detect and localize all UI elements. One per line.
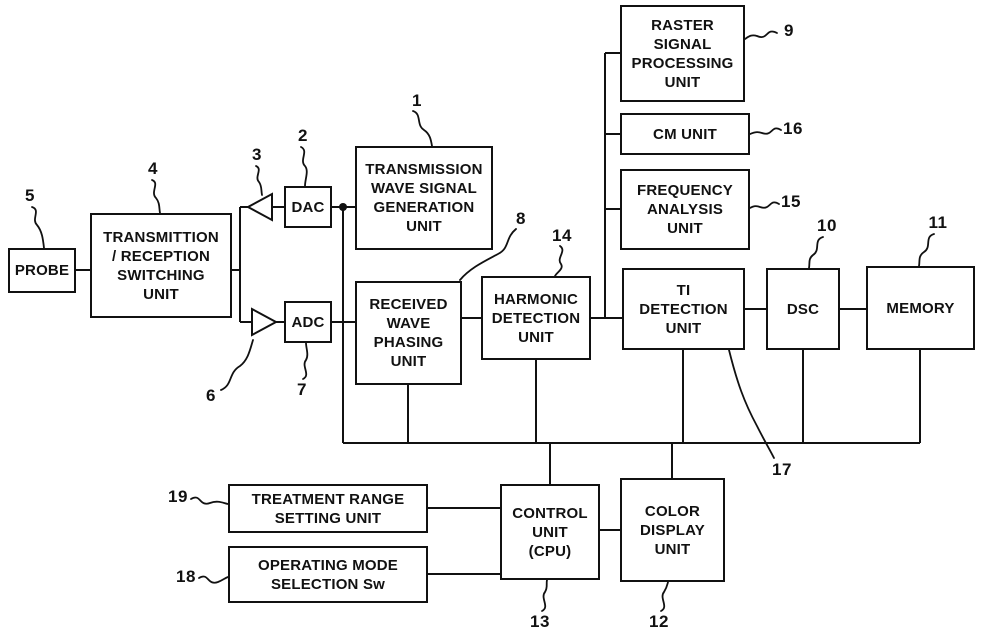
ref-15: 15 — [781, 192, 801, 211]
block-opmode-label: OPERATING MODE SELECTION Sw — [257, 556, 399, 593]
leader-ref-14 — [554, 245, 564, 277]
leader-ref-2 — [300, 146, 308, 187]
ref-17: 17 — [772, 460, 792, 479]
leader-lines — [31, 30, 935, 612]
ref-4: 4 — [148, 159, 158, 178]
tx-amplifier-triangle — [245, 192, 273, 222]
leader-ref-10 — [808, 236, 824, 269]
ref-14: 14 — [552, 226, 572, 245]
block-dsc: DSC — [766, 268, 840, 350]
ref-5: 5 — [25, 186, 35, 205]
leader-ref-3 — [255, 165, 263, 196]
block-treatment-range-setting-unit: TREATMENT RANGE SETTING UNIT — [228, 484, 428, 533]
ref-19: 19 — [168, 487, 188, 506]
ref-3: 3 — [252, 145, 262, 164]
block-switching-unit-label: TRANSMITTION / RECEPTION SWITCHING UNIT — [103, 228, 219, 303]
leader-ref-19 — [190, 496, 229, 505]
block-cpu-label: CONTROL UNIT (CPU) — [512, 504, 588, 560]
ref-1: 1 — [412, 91, 422, 110]
block-dac-label: DAC — [291, 198, 325, 216]
block-cm-label: CM UNIT — [653, 125, 717, 143]
ref-11: 11 — [928, 213, 948, 232]
ref-18: 18 — [176, 567, 196, 586]
block-ti-detection-unit: TI DETECTION UNIT — [622, 268, 745, 350]
block-txgen-label: TRANSMISSION WAVE SIGNAL GENERATION UNIT — [365, 161, 483, 235]
block-treatment-label: TREATMENT RANGE SETTING UNIT — [251, 490, 405, 527]
block-cm-unit: CM UNIT — [620, 113, 750, 155]
leader-ref-16 — [749, 127, 782, 135]
block-operating-mode-selection-sw: OPERATING MODE SELECTION Sw — [228, 546, 428, 603]
signal-wires — [76, 52, 921, 575]
rx-amplifier-triangle — [251, 307, 279, 337]
block-color-display-unit: COLOR DISPLAY UNIT — [620, 478, 725, 582]
block-freq-label: FREQUENCY ANALYSIS UNIT — [637, 182, 733, 237]
block-harmonic-label: HARMONIC DETECTION UNIT — [491, 290, 581, 346]
block-memory-label: MEMORY — [886, 299, 955, 317]
block-raster-label: RASTER SIGNAL PROCESSING UNIT — [631, 16, 734, 91]
ref-10: 10 — [817, 216, 837, 235]
leader-ref-11 — [918, 233, 935, 267]
amplifiers — [245, 192, 279, 337]
block-memory: MEMORY — [866, 266, 975, 350]
ref-16: 16 — [783, 119, 803, 138]
leader-ref-18 — [198, 575, 229, 584]
leader-ref-12 — [660, 581, 669, 612]
leader-ref-17 — [728, 349, 775, 459]
ref-8: 8 — [516, 209, 526, 228]
block-ti-label: TI DETECTION UNIT — [639, 281, 728, 337]
leader-ref-1 — [412, 110, 433, 147]
block-dac: DAC — [284, 186, 332, 228]
ref-13: 13 — [530, 612, 550, 631]
leader-ref-15 — [749, 201, 780, 209]
junction-dot — [339, 203, 347, 211]
block-adc: ADC — [284, 301, 332, 343]
ref-6: 6 — [206, 386, 216, 405]
block-control-unit-cpu: CONTROL UNIT (CPU) — [500, 484, 600, 580]
ref-7: 7 — [297, 380, 307, 399]
leader-ref-9 — [744, 30, 778, 40]
leader-ref-8 — [459, 228, 517, 281]
leader-ref-4 — [151, 179, 161, 214]
block-display-label: COLOR DISPLAY UNIT — [639, 502, 706, 558]
block-transmission-wave-signal-generation-unit: TRANSMISSION WAVE SIGNAL GENERATION UNIT — [355, 146, 493, 250]
block-dsc-label: DSC — [786, 300, 820, 318]
ref-2: 2 — [298, 126, 308, 145]
block-harmonic-detection-unit: HARMONIC DETECTION UNIT — [481, 276, 591, 360]
block-switching-unit: TRANSMITTION / RECEPTION SWITCHING UNIT — [90, 213, 232, 318]
ref-9: 9 — [784, 21, 794, 40]
block-raster-signal-processing-unit: RASTER SIGNAL PROCESSING UNIT — [620, 5, 745, 102]
block-received-wave-phasing-unit: RECEIVED WAVE PHASING UNIT — [355, 281, 462, 385]
leader-ref-7 — [302, 342, 309, 380]
leader-ref-5 — [31, 206, 45, 249]
leader-ref-13 — [541, 579, 548, 612]
block-probe: PROBE — [8, 248, 76, 293]
block-probe-label: PROBE — [14, 262, 70, 279]
block-frequency-analysis-unit: FREQUENCY ANALYSIS UNIT — [620, 169, 750, 250]
block-adc-label: ADC — [291, 313, 325, 331]
ref-12: 12 — [649, 612, 669, 631]
block-phasing-label: RECEIVED WAVE PHASING UNIT — [369, 296, 448, 370]
leader-ref-6 — [220, 339, 254, 391]
